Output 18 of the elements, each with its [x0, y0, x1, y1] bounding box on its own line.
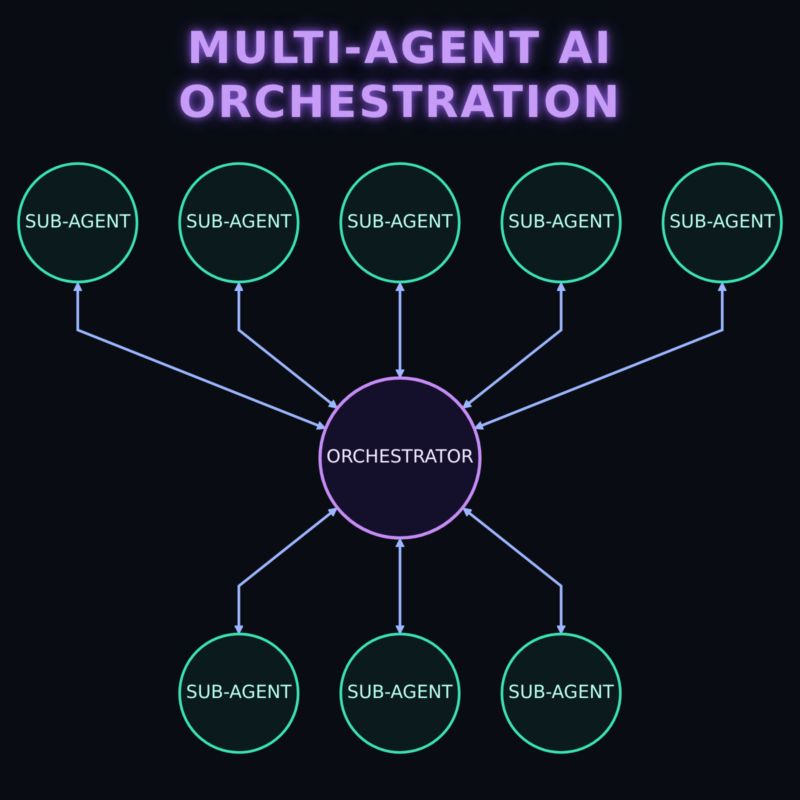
node-circle: SUB-AGENT — [339, 632, 461, 754]
arrow — [474, 282, 727, 430]
arrow — [395, 282, 405, 378]
node-circle: SUB-AGENT — [500, 162, 622, 284]
node-circle: SUB-AGENT — [339, 162, 461, 284]
node-circle: SUB-AGENT — [500, 632, 622, 754]
arrow — [395, 538, 405, 634]
node-circle: SUB-AGENT — [662, 162, 783, 284]
arrow — [462, 508, 566, 634]
arrow — [462, 282, 566, 409]
node-circle: SUB-AGENT — [178, 162, 300, 284]
arrow — [73, 282, 326, 430]
node-circle: ORCHESTRATOR — [318, 376, 482, 540]
arrow — [234, 508, 338, 634]
arrow — [234, 282, 338, 409]
node-circle: SUB-AGENT — [17, 162, 138, 284]
title: MULTI-AGENT AI ORCHESTRATION — [177, 22, 623, 128]
node-circle: SUB-AGENT — [178, 632, 300, 754]
